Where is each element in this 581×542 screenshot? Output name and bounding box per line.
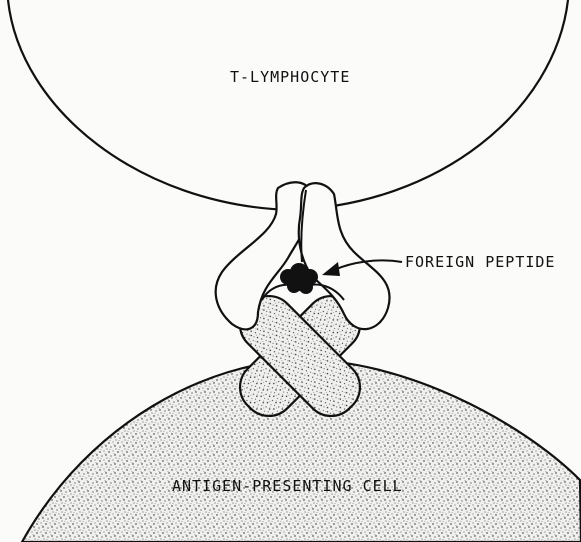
t-lymphocyte-label: T-LYMPHOCYTE bbox=[230, 68, 350, 86]
foreign-peptide-label: FOREIGN PEPTIDE bbox=[405, 253, 555, 271]
antigen-presenting-cell-label: ANTIGEN-PRESENTING CELL bbox=[172, 477, 403, 495]
t-lymphocyte-cell bbox=[8, 0, 568, 210]
